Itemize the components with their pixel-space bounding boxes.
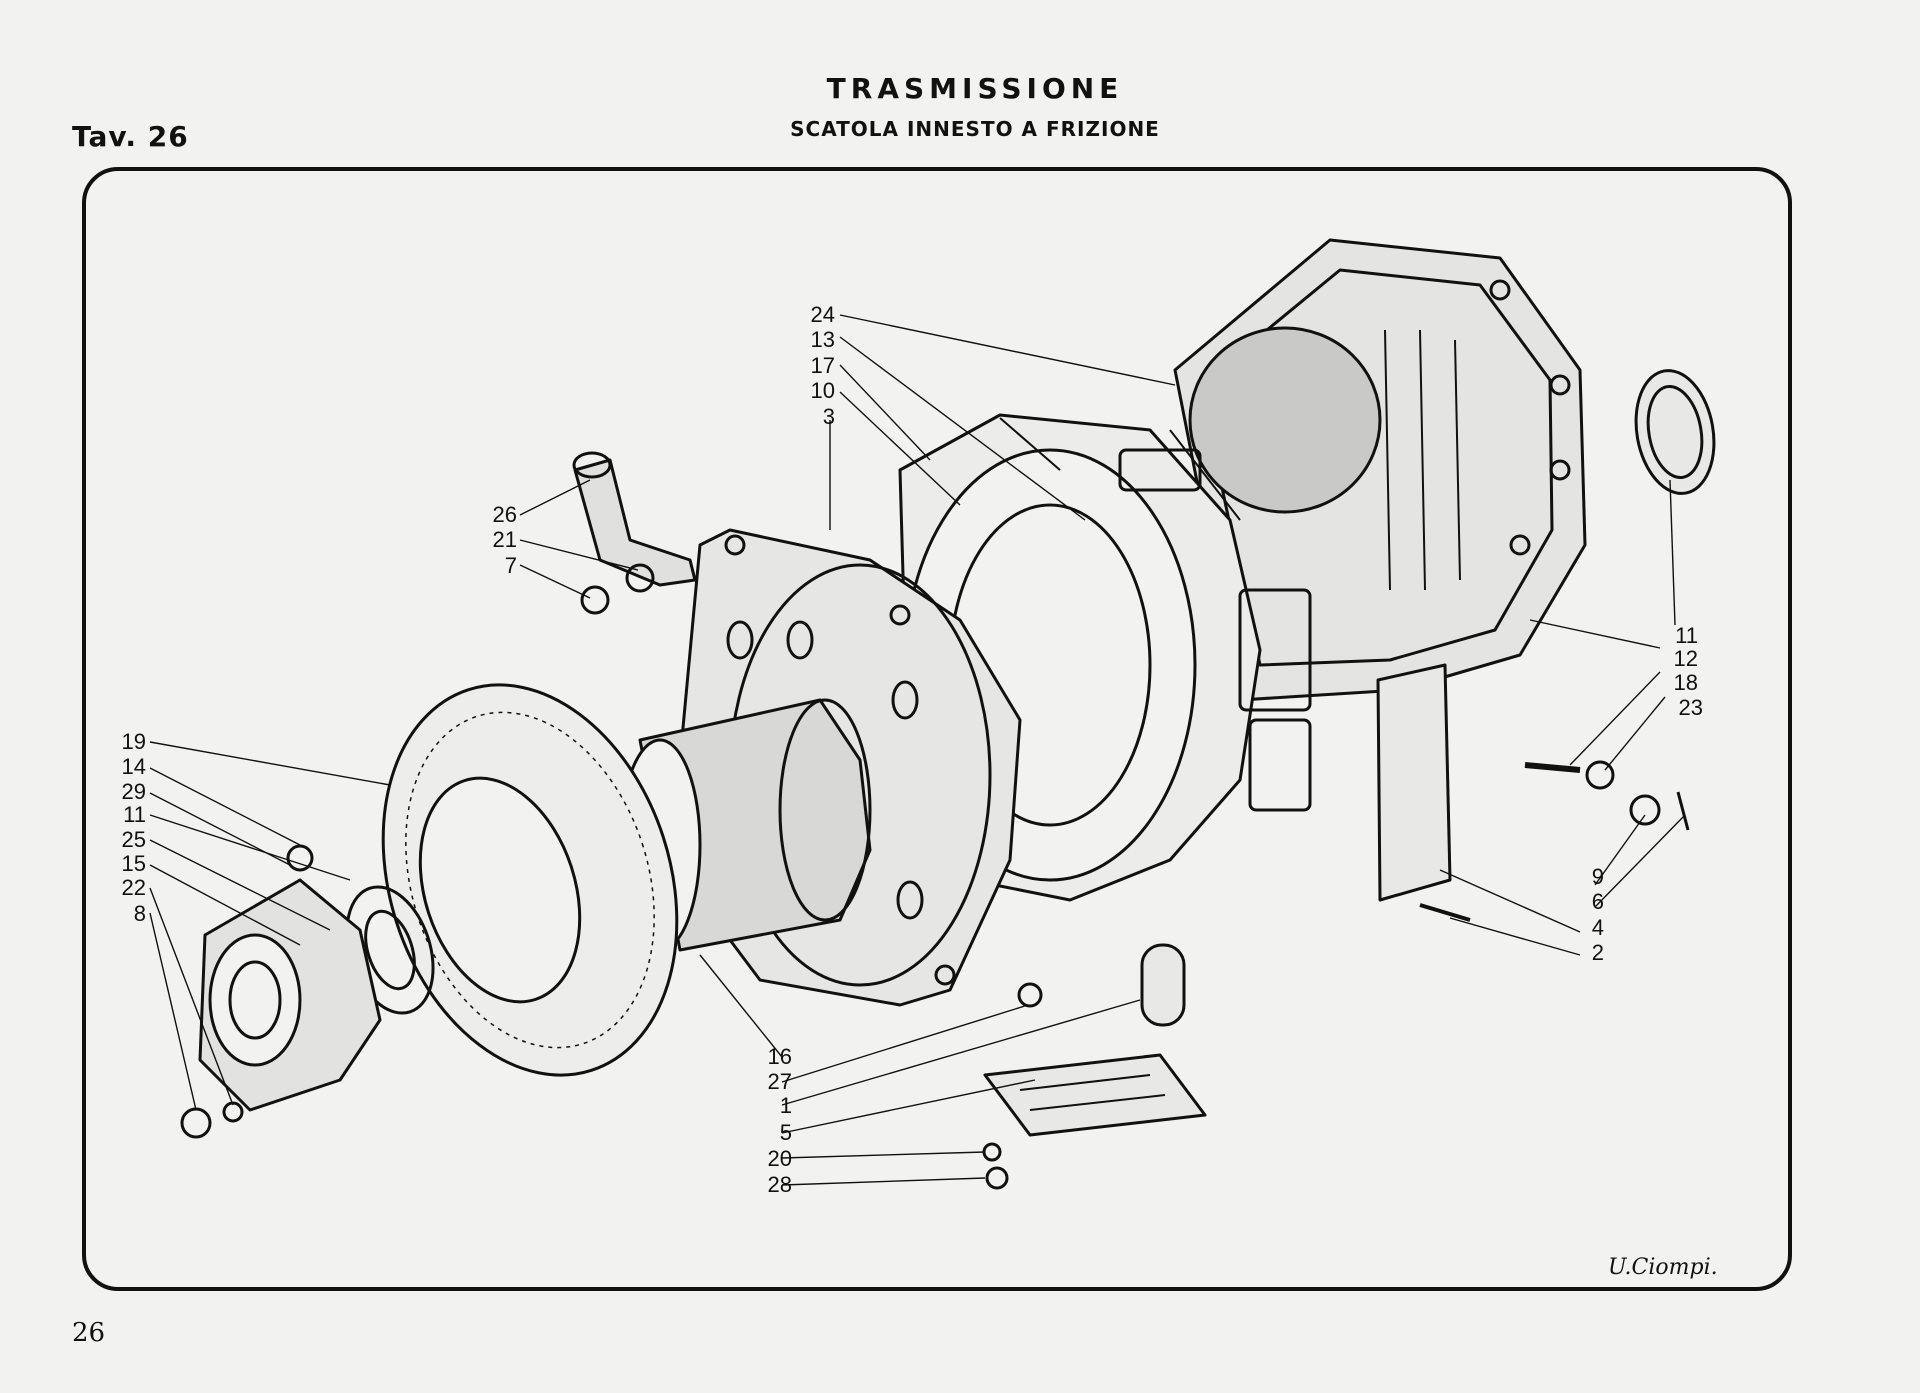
page-subtitle: SCATOLA INNESTO A FRIZIONE (790, 117, 1160, 141)
page-title: TRASMISSIONE (826, 72, 1124, 105)
callout-group-right: 11 12 18 23 (1674, 623, 1703, 720)
callout-label: 14 (122, 754, 146, 779)
callout-label: 6 (1592, 889, 1604, 914)
callout-label: 19 (122, 729, 146, 754)
small-hardware (180, 451, 1690, 1190)
callout-label: 23 (1679, 695, 1703, 720)
callout-label: 26 (493, 502, 517, 527)
callout-group-lower-right: 9 6 4 2 (1592, 864, 1604, 965)
callout-label: 12 (1674, 646, 1698, 671)
callout-group-top: 24 13 17 10 3 (811, 302, 835, 429)
callout-group-left: 19 14 29 11 25 15 22 8 (122, 729, 146, 926)
callout-label: 27 (768, 1069, 792, 1094)
callout-label: 22 (122, 875, 146, 900)
callout-label: 10 (811, 378, 835, 403)
callout-label: 13 (811, 327, 835, 352)
callout-label: 11 (1675, 623, 1698, 648)
callout-label: 18 (1674, 670, 1698, 695)
callout-label: 4 (1592, 915, 1604, 940)
callout-label: 29 (122, 779, 146, 804)
plate-number: Tav. 26 (72, 120, 189, 153)
callout-label: 20 (768, 1146, 792, 1171)
callout-label: 11 (123, 802, 146, 827)
callout-label: 8 (134, 901, 146, 926)
illustrator-signature: U.Ciompi. (1608, 1255, 1718, 1280)
callout-label: 25 (122, 827, 146, 852)
callout-label: 5 (780, 1120, 792, 1145)
callout-label: 17 (811, 353, 835, 378)
callout-group-bottom: 16 27 1 5 20 28 (768, 1044, 792, 1197)
illustration-frame (82, 167, 1792, 1291)
leader-lines (149, 314, 1686, 1186)
callout-group-upper-left: 26 21 7 (493, 502, 517, 578)
callout-label: 15 (122, 851, 146, 876)
bearing-flange (198, 878, 382, 1112)
callout-label: 16 (768, 1044, 792, 1069)
gearbox-housing (1173, 238, 1587, 702)
callout-label: 28 (768, 1172, 792, 1197)
callout-label: 3 (823, 404, 835, 429)
callout-label: 2 (1592, 940, 1604, 965)
oil-seal-ring (1634, 369, 1716, 495)
callout-label: 1 (780, 1093, 792, 1118)
callout-label: 9 (1592, 864, 1604, 889)
callout-label: 21 (493, 527, 517, 552)
callout-label: 7 (505, 553, 517, 578)
page-number: 26 (72, 1318, 106, 1348)
dust-shield-disc (381, 683, 679, 1077)
callout-label: 24 (811, 302, 835, 327)
